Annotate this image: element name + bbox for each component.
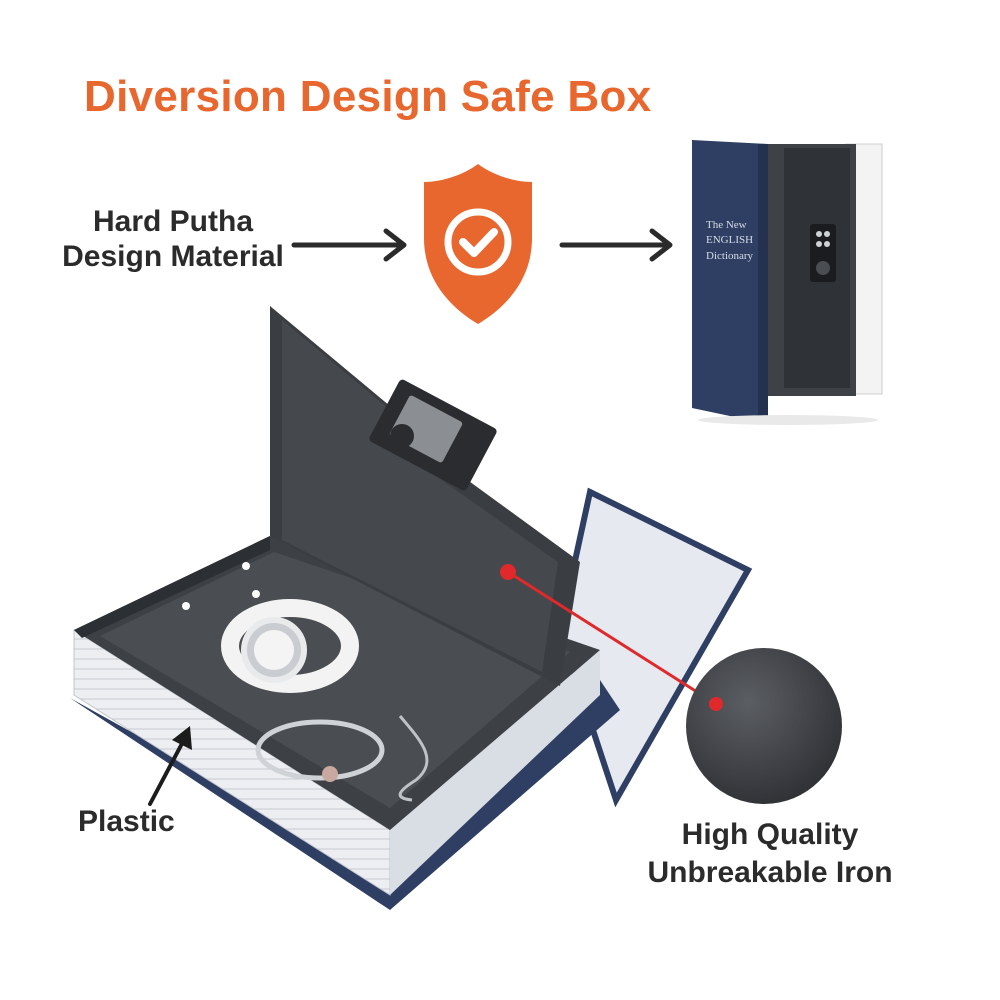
iron-texture-zoom: [686, 648, 842, 804]
iron-label-line2: Unbreakable Iron: [647, 855, 893, 889]
page-title: Diversion Design Safe Box: [84, 72, 652, 121]
closed-book-safe-image: [692, 140, 883, 425]
iron-label-line1: High Quality: [681, 818, 859, 851]
book-cover-line1: The New: [706, 219, 747, 231]
arrow-right-icon: [291, 228, 407, 262]
arrow-pointer-icon: [148, 726, 192, 806]
book-cover-line3: Dictionary: [706, 249, 754, 262]
callout-dot-icon: [709, 697, 723, 711]
book-cover-text: The New ENGLISH Dictionary: [706, 218, 754, 264]
material-label: Hard Putha Design Material: [48, 204, 298, 275]
iron-label: High Quality Unbreakable Iron: [620, 816, 920, 891]
arrow-right-icon: [559, 228, 673, 262]
book-cover-line2: ENGLISH: [706, 234, 754, 247]
material-label-line1: Hard Putha: [92, 205, 254, 238]
material-label-line2: Design Material: [62, 240, 284, 274]
open-book-safe-image: [70, 306, 753, 910]
shield-check-icon: [424, 164, 532, 324]
plastic-label: Plastic: [78, 805, 175, 838]
